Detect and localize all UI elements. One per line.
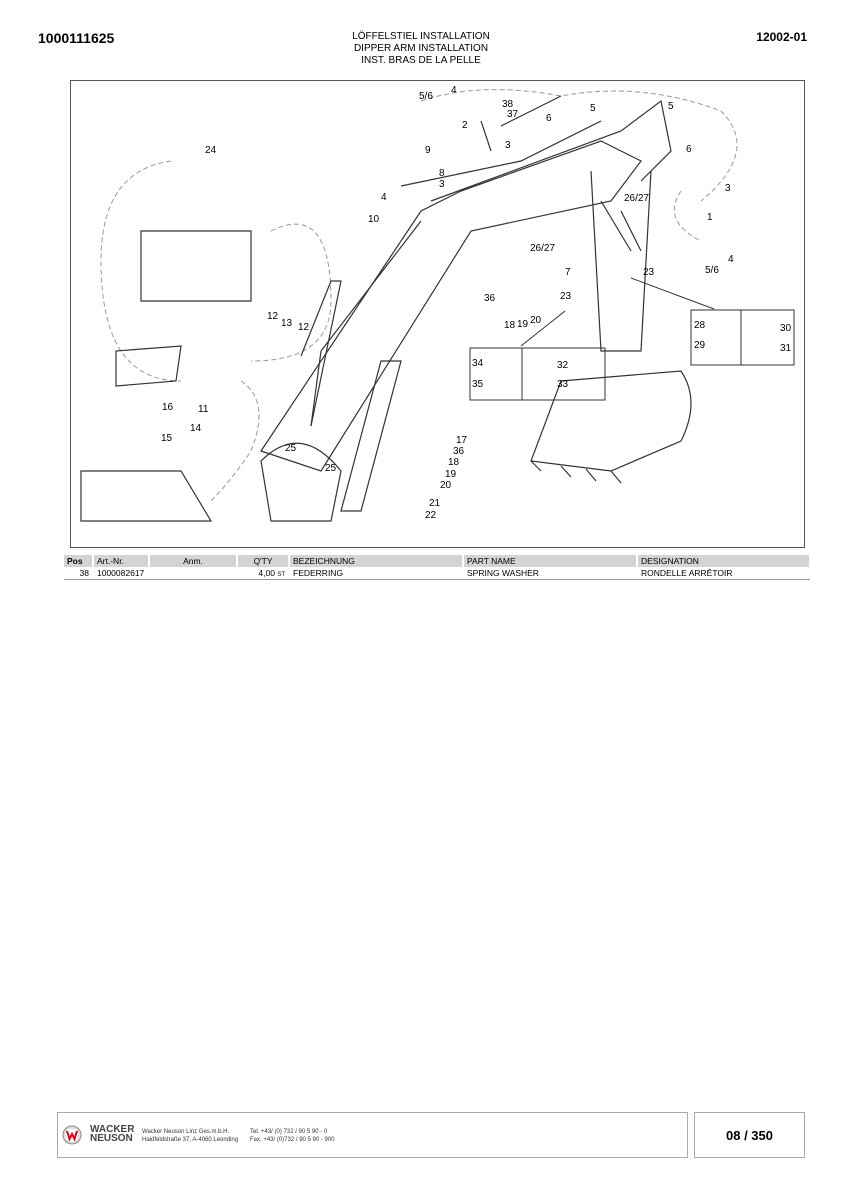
callout-31: 31 (780, 343, 792, 354)
callout-5: 5 (668, 101, 674, 112)
company-name: Wacker Neuson Linz Ges.m.b.H. (142, 1129, 230, 1135)
cell-part-name: SPRING WASHER (467, 568, 539, 578)
brand-line-2: NEUSON (90, 1133, 133, 1144)
callout-6: 6 (686, 144, 692, 155)
callout-10: 10 (368, 214, 380, 225)
callout-4: 4 (381, 192, 387, 203)
cell-art-nr: 1000082617 (97, 568, 145, 578)
brand-line-1: WACKER (90, 1124, 135, 1135)
callout-11: 11 (198, 404, 209, 415)
col-anm: Anm. (150, 555, 236, 567)
callout-25: 25 (285, 443, 297, 454)
col-pos: Pos (64, 555, 92, 567)
callout-32: 32 (557, 360, 569, 371)
cell-pos: 38 (79, 568, 89, 578)
inset-boxes (469, 277, 795, 401)
callout-26-27: 26/27 (624, 193, 649, 204)
title-german: LÖFFELSTIEL INSTALLATION (352, 31, 490, 42)
callout-4: 4 (728, 254, 734, 265)
callout-7: 7 (565, 267, 571, 278)
parts-table: Pos Art.-Nr. Anm. Q'TY BEZEICHNUNG PART … (62, 555, 811, 579)
callout-21: 21 (429, 498, 441, 509)
callout-9: 9 (425, 145, 431, 156)
callout-12: 12 (267, 311, 279, 322)
callout-24: 24 (205, 145, 217, 156)
callout-25: 25 (325, 463, 337, 474)
callout-16: 16 (162, 402, 174, 413)
footer: WACKER NEUSON Wacker Neuson Linz Ges.m.b… (57, 1112, 688, 1158)
callout-23: 23 (560, 291, 572, 302)
page-number: 08 / 350 (694, 1112, 805, 1158)
callout-3: 3 (505, 140, 511, 151)
callout-26-27: 26/27 (530, 243, 555, 254)
table-bottom-rule (64, 579, 810, 580)
callout-14: 14 (190, 423, 202, 434)
callout-12: 12 (298, 322, 310, 333)
callout-22: 22 (425, 510, 437, 521)
cell-bezeichnung: FEDERRING (293, 568, 344, 578)
callout-29: 29 (694, 340, 706, 351)
callout-23: 23 (643, 267, 655, 278)
col-part-name: PART NAME (464, 555, 636, 567)
col-bezeichnung: BEZEICHNUNG (290, 555, 462, 567)
cell-designation: RONDELLE ARRÊTOIR (641, 568, 733, 578)
boom-and-arm-outline (80, 95, 692, 522)
callout-18: 18 (504, 320, 516, 331)
callout-2: 2 (462, 120, 468, 131)
callout-5-6: 5/6 (705, 265, 719, 276)
callout-3: 3 (439, 179, 445, 190)
callout-37: 37 (507, 109, 519, 120)
table-header-row: Pos Art.-Nr. Anm. Q'TY BEZEICHNUNG PART … (64, 555, 809, 567)
page-reference: 12002-01 (756, 30, 807, 44)
col-art-nr: Art.-Nr. (94, 555, 148, 567)
callout-38: 38 (502, 99, 514, 110)
callout-5-6: 5/6 (419, 91, 433, 102)
cell-anm (150, 567, 236, 579)
callout-20: 20 (440, 480, 452, 491)
callout-30: 30 (780, 323, 792, 334)
callout-20: 20 (530, 315, 542, 326)
callout-17: 17 (456, 435, 468, 446)
callout-35: 35 (472, 379, 484, 390)
document-number: 1000111625 (38, 30, 115, 46)
fax: Fax. +43/ (0)732 / 90 5 90 - 900 (250, 1137, 335, 1143)
callout-13: 13 (281, 318, 293, 329)
wacker-neuson-logo-icon (62, 1125, 82, 1145)
callout-33: 33 (557, 379, 569, 390)
table-row: 38 1000082617 4,00 ST FEDERRING SPRING W… (64, 567, 809, 579)
callout-36: 36 (453, 446, 465, 457)
title-french: INST. BRAS DE LA PELLE (361, 55, 481, 66)
callout-34: 34 (472, 358, 484, 369)
cell-qty: 4,00 (258, 568, 275, 578)
hose-routing-lines (100, 89, 738, 502)
callout-19: 19 (445, 469, 457, 480)
callout-4: 4 (451, 85, 457, 96)
callout-19: 19 (517, 319, 529, 330)
callout-15: 15 (161, 433, 173, 444)
callout-18: 18 (448, 457, 460, 468)
col-qty: Q'TY (238, 555, 288, 567)
callout-36: 36 (484, 293, 496, 304)
callout-6: 6 (546, 113, 552, 124)
company-address: Haidfeldstraße 37, A-4060 Leonding (142, 1137, 239, 1143)
callout-8: 8 (439, 168, 445, 179)
callout-1: 1 (707, 212, 713, 223)
cell-unit: ST (277, 572, 285, 578)
phone: Tel. +43/ (0) 732 / 90 5 90 - 0 (250, 1129, 328, 1135)
callout-3: 3 (725, 183, 731, 194)
title-english: DIPPER ARM INSTALLATION (353, 43, 489, 54)
callout-28: 28 (694, 320, 706, 331)
col-designation: DESIGNATION (638, 555, 809, 567)
callout-5: 5 (590, 103, 596, 114)
